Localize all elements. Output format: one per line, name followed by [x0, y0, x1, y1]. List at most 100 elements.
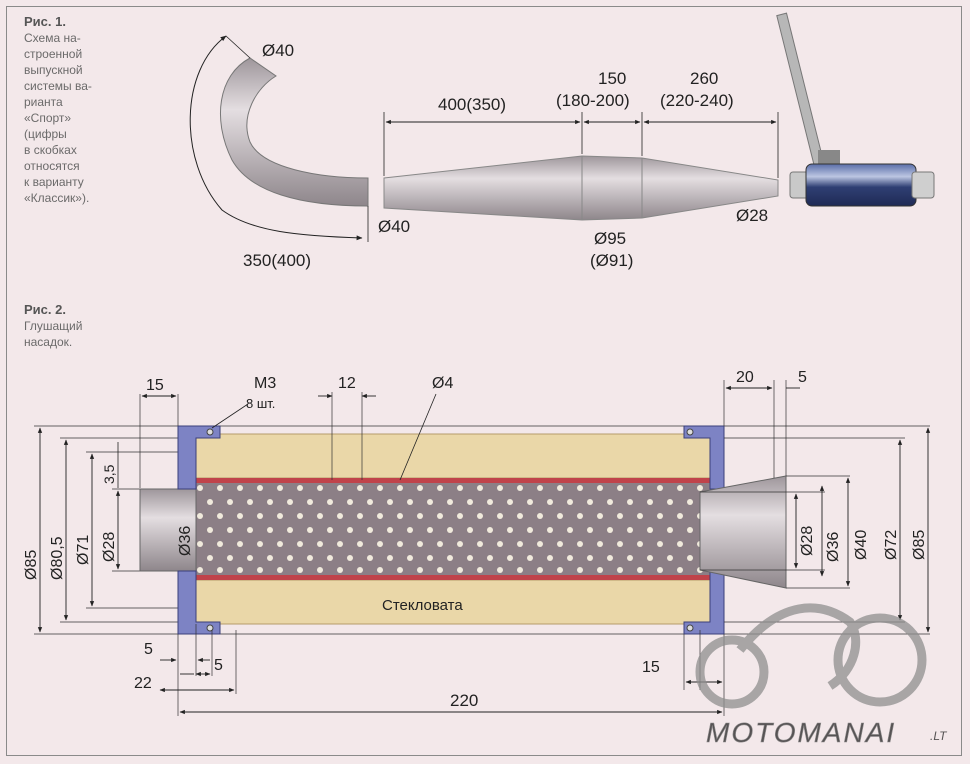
perforation-hole — [497, 541, 503, 547]
perforation-hole — [417, 541, 423, 547]
fig2-drawing: Ø85 Ø80,5 Ø71 Ø28 3,5 Стекловата Ø36 — [23, 369, 931, 716]
perforation-hole — [587, 527, 593, 533]
silencer-can — [776, 12, 935, 207]
perforation-hole — [347, 555, 353, 561]
perforation-hole — [527, 555, 533, 561]
perforation-hole — [437, 513, 443, 519]
perforation-hole — [197, 485, 203, 491]
perforation-hole — [297, 567, 303, 573]
perforation-hole — [207, 499, 213, 505]
perforation-hole — [557, 485, 563, 491]
perforation-hole — [637, 541, 643, 547]
perforation-hole — [597, 485, 603, 491]
perforation-hole — [587, 499, 593, 505]
d36-left-label: Ø36 — [177, 526, 194, 556]
perforation-hole — [397, 541, 403, 547]
perforation-hole — [467, 499, 473, 505]
perforation-hole — [397, 485, 403, 491]
perforation-hole — [407, 499, 413, 505]
cone2-length-label: 260 — [690, 69, 718, 88]
perforation-hole — [667, 555, 673, 561]
perforation-hole — [367, 499, 373, 505]
fig2-caption-line: насадок. — [24, 335, 73, 349]
glass-wool-bottom — [191, 579, 717, 625]
perforation-hole — [417, 485, 423, 491]
perforation-hole — [667, 527, 673, 533]
glass-wool-label: Стекловата — [382, 597, 463, 614]
perforation-hole — [617, 541, 623, 547]
perforation-hole — [557, 513, 563, 519]
perforation-hole — [457, 541, 463, 547]
perforation-hole — [547, 527, 553, 533]
can-outlet — [911, 171, 935, 199]
perforation-hole — [297, 485, 303, 491]
perforation-hole — [257, 567, 263, 573]
perforation-hole — [307, 499, 313, 505]
fig1-caption: Рис. 1. Схема на- строенной выпускной си… — [24, 14, 132, 206]
d85-left-label: Ø85 — [23, 550, 40, 580]
perforation-hole — [437, 541, 443, 547]
perforation-hole — [257, 513, 263, 519]
perforation-hole — [377, 485, 383, 491]
bend-dim-arc — [189, 35, 363, 241]
fig1-caption-line: системы ва- — [24, 79, 92, 93]
perforation-hole — [297, 541, 303, 547]
perforation-hole — [387, 527, 393, 533]
inlet-diameter-label: Ø40 — [378, 217, 410, 236]
perforation-hole — [407, 527, 413, 533]
perforation-hole — [417, 513, 423, 519]
perforation-hole — [237, 513, 243, 519]
perforation-hole — [317, 485, 323, 491]
screw-head — [686, 624, 694, 632]
fig1-title: Рис. 1. — [24, 14, 66, 29]
d80-5-label: Ø80,5 — [49, 536, 66, 580]
perforation-hole — [447, 527, 453, 533]
perforation-hole — [487, 555, 493, 561]
perforation-hole — [267, 527, 273, 533]
perforation-hole — [507, 527, 513, 533]
perforation-hole — [217, 567, 223, 573]
perforation-hole — [407, 555, 413, 561]
perforation-hole — [217, 513, 223, 519]
perforation-hole — [257, 541, 263, 547]
perforation-hole — [417, 567, 423, 573]
hole-d4-label: Ø4 — [432, 375, 453, 392]
fig1-caption-line: (цифры — [24, 127, 67, 141]
perforation-hole — [267, 499, 273, 505]
perforation-hole — [567, 527, 573, 533]
perforation-hole — [447, 555, 453, 561]
perforation-hole — [687, 527, 693, 533]
perforation-hole — [377, 541, 383, 547]
bend-length-label: 350(400) — [243, 251, 311, 270]
perforation-hole — [697, 485, 703, 491]
fig2-caption-line: Глушащий — [24, 319, 83, 333]
can-body — [805, 163, 917, 207]
perforation-hole — [647, 499, 653, 505]
perforation-hole — [677, 513, 683, 519]
perforation-hole — [307, 527, 313, 533]
perforation-hole — [267, 555, 273, 561]
perforation-hole — [437, 567, 443, 573]
perforation-hole — [667, 499, 673, 505]
perforation-hole — [467, 555, 473, 561]
perforation-hole — [537, 541, 543, 547]
total220-label: 220 — [450, 691, 478, 710]
perforation-hole — [637, 513, 643, 519]
perforation-hole — [457, 485, 463, 491]
perforation-hole — [447, 499, 453, 505]
perforation-hole — [657, 541, 663, 547]
perforation-hole — [527, 499, 533, 505]
double-cone — [383, 155, 779, 221]
perforation-hole — [547, 555, 553, 561]
perforation-hole — [527, 527, 533, 533]
perforation-hole — [547, 499, 553, 505]
perforation-hole — [247, 555, 253, 561]
perforation-hole — [687, 555, 693, 561]
outlet-diameter-label: Ø28 — [736, 206, 768, 225]
d85-right-label: Ø85 — [911, 530, 928, 560]
mount-rod — [776, 12, 826, 172]
perforation-hole — [317, 513, 323, 519]
perforation-hole — [597, 567, 603, 573]
inlet-pipe — [139, 488, 197, 572]
